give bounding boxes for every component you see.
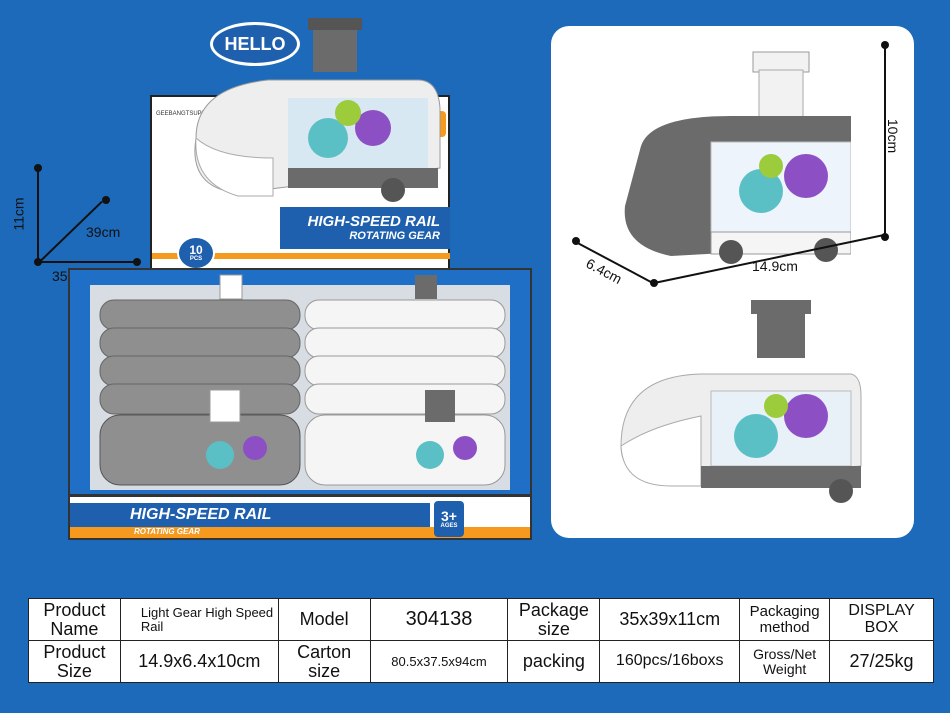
front-title: HIGH-SPEED RAIL <box>130 506 272 523</box>
box-subtitle: ROTATING GEAR <box>349 230 440 242</box>
dim-product-height-label: 10cm <box>885 118 902 154</box>
front-title-banner: HIGH-SPEED RAIL <box>70 503 430 529</box>
table-label: Packaging method <box>739 598 831 641</box>
front-subtitle-strip: ROTATING GEAR <box>70 527 530 538</box>
table-label: Product Size <box>28 640 121 683</box>
dim-height-label: 11cm <box>10 197 27 231</box>
spec-table: Product Name Light Gear High Speed Rail … <box>28 598 934 683</box>
age-badge-front: 3+ AGES <box>434 501 464 537</box>
table-label: packing <box>507 640 601 683</box>
table-label: Gross/Net Weight <box>739 640 831 683</box>
product-panel <box>551 26 914 538</box>
box-front-panel: HIGH-SPEED RAIL ROTATING GEAR 3+ AGES <box>68 495 532 540</box>
box-tray <box>68 268 532 496</box>
table-value: 160pcs/16boxs <box>599 640 741 683</box>
orange-stripe <box>152 253 450 259</box>
dim-point <box>102 196 110 204</box>
dim-product-width-label: 14.9cm <box>752 258 798 274</box>
dim-depth-label: 39cm <box>86 224 121 240</box>
hello-bubble: HELLO <box>210 22 300 66</box>
table-value: 27/25kg <box>829 640 934 683</box>
train-illustration-top <box>194 18 441 202</box>
table-value: 304138 <box>369 598 509 641</box>
dim-line-product-height <box>884 45 886 237</box>
box-title: HIGH-SPEED RAIL <box>307 213 440 230</box>
trains-in-tray <box>90 274 510 490</box>
table-row: Product Name Light Gear High Speed Rail … <box>28 598 934 641</box>
table-row: Product Size 14.9x6.4x10cm Carton size 8… <box>28 640 934 683</box>
table-value: 14.9x6.4x10cm <box>119 640 279 683</box>
table-label: Package size <box>507 598 601 641</box>
brand-text: GEEBANGTSUPIN <box>156 111 208 117</box>
dim-line-height <box>37 168 39 262</box>
table-value: 80.5x37.5x94cm <box>369 640 509 683</box>
table-value: Light Gear High Speed Rail <box>119 598 279 641</box>
box-title-banner: HIGH-SPEED RAIL ROTATING GEAR <box>280 207 450 249</box>
dim-point <box>881 233 889 241</box>
train-product-view-side <box>620 300 862 503</box>
train-product-view-angle <box>624 51 851 264</box>
table-value: DISPLAY BOX <box>829 598 934 641</box>
table-value: 35x39x11cm <box>599 598 741 641</box>
table-label: Product Name <box>28 598 121 641</box>
table-label: Model <box>277 598 371 641</box>
table-label: Carton size <box>277 640 371 683</box>
dim-point <box>133 258 141 266</box>
dim-line-width <box>38 261 136 263</box>
